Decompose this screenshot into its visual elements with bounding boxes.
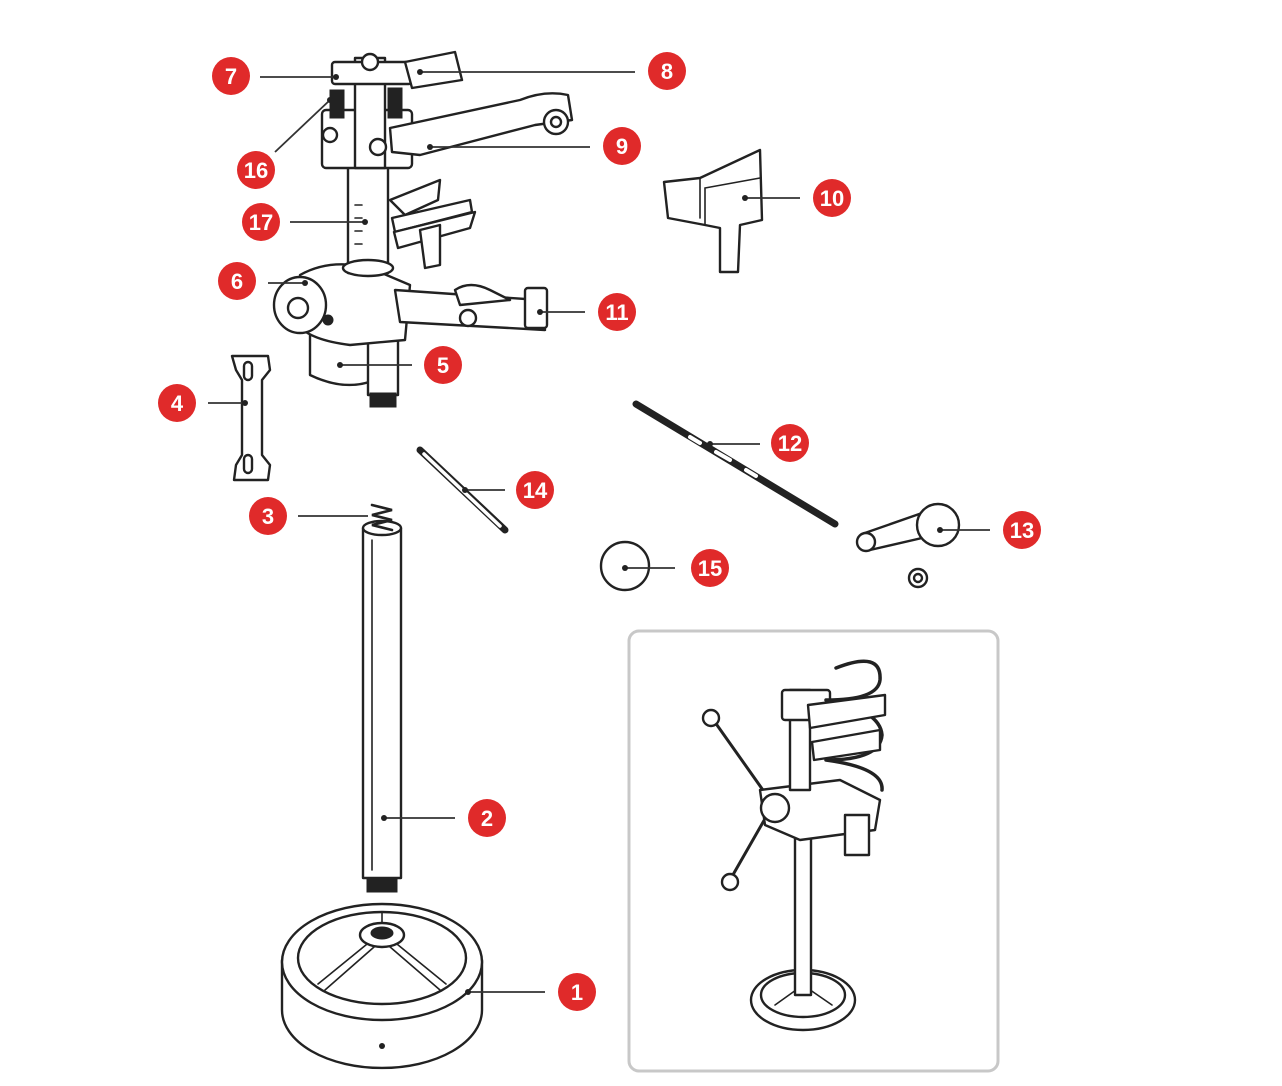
part-lower-housing xyxy=(272,263,549,408)
part-threaded-rod xyxy=(632,400,839,528)
leader-lines xyxy=(208,69,990,995)
callout-2-label: 2 xyxy=(481,806,493,831)
callout-1: 1 xyxy=(558,973,596,1011)
part-jaw-block xyxy=(662,148,764,274)
callout-8: 8 xyxy=(648,52,686,90)
callout-7: 7 xyxy=(212,57,250,95)
callout-6-label: 6 xyxy=(231,269,243,294)
callout-11-label: 11 xyxy=(605,300,628,325)
callout-10: 10 xyxy=(813,179,851,217)
callout-3-label: 3 xyxy=(262,504,274,529)
callout-14: 14 xyxy=(516,471,554,509)
callout-2: 2 xyxy=(468,799,506,837)
callout-6: 6 xyxy=(218,262,256,300)
callout-4-label: 4 xyxy=(171,391,184,416)
callout-5-label: 5 xyxy=(437,353,449,378)
callout-1-label: 1 xyxy=(571,980,583,1005)
part-small-spring xyxy=(370,503,394,532)
callout-15-label: 15 xyxy=(698,556,722,581)
callout-3: 3 xyxy=(249,497,287,535)
callout-16: 16 xyxy=(237,151,275,189)
part-crank-arm xyxy=(855,502,961,589)
part-slotted-plate xyxy=(230,354,272,482)
callout-17: 17 xyxy=(242,203,280,241)
callout-5: 5 xyxy=(424,346,462,384)
part-column-tube xyxy=(361,519,403,893)
callout-7-label: 7 xyxy=(225,64,237,89)
part-base-ring xyxy=(280,902,484,1070)
callout-16-label: 16 xyxy=(244,158,268,183)
callout-15: 15 xyxy=(691,549,729,587)
callout-14-label: 14 xyxy=(523,478,548,503)
callout-8-label: 8 xyxy=(661,59,673,84)
callout-10-label: 10 xyxy=(820,186,844,211)
callout-9: 9 xyxy=(603,127,641,165)
callout-4: 4 xyxy=(158,384,196,422)
callout-12-label: 12 xyxy=(778,431,802,456)
callout-11: 11 xyxy=(598,293,636,331)
callout-17-label: 17 xyxy=(249,210,273,235)
callout-13-label: 13 xyxy=(1010,518,1034,543)
callout-13: 13 xyxy=(1003,511,1041,549)
callout-9-label: 9 xyxy=(616,134,628,159)
callout-12: 12 xyxy=(771,424,809,462)
part-upper-assembly xyxy=(320,50,574,278)
assembled-view-inset xyxy=(627,629,1000,1073)
